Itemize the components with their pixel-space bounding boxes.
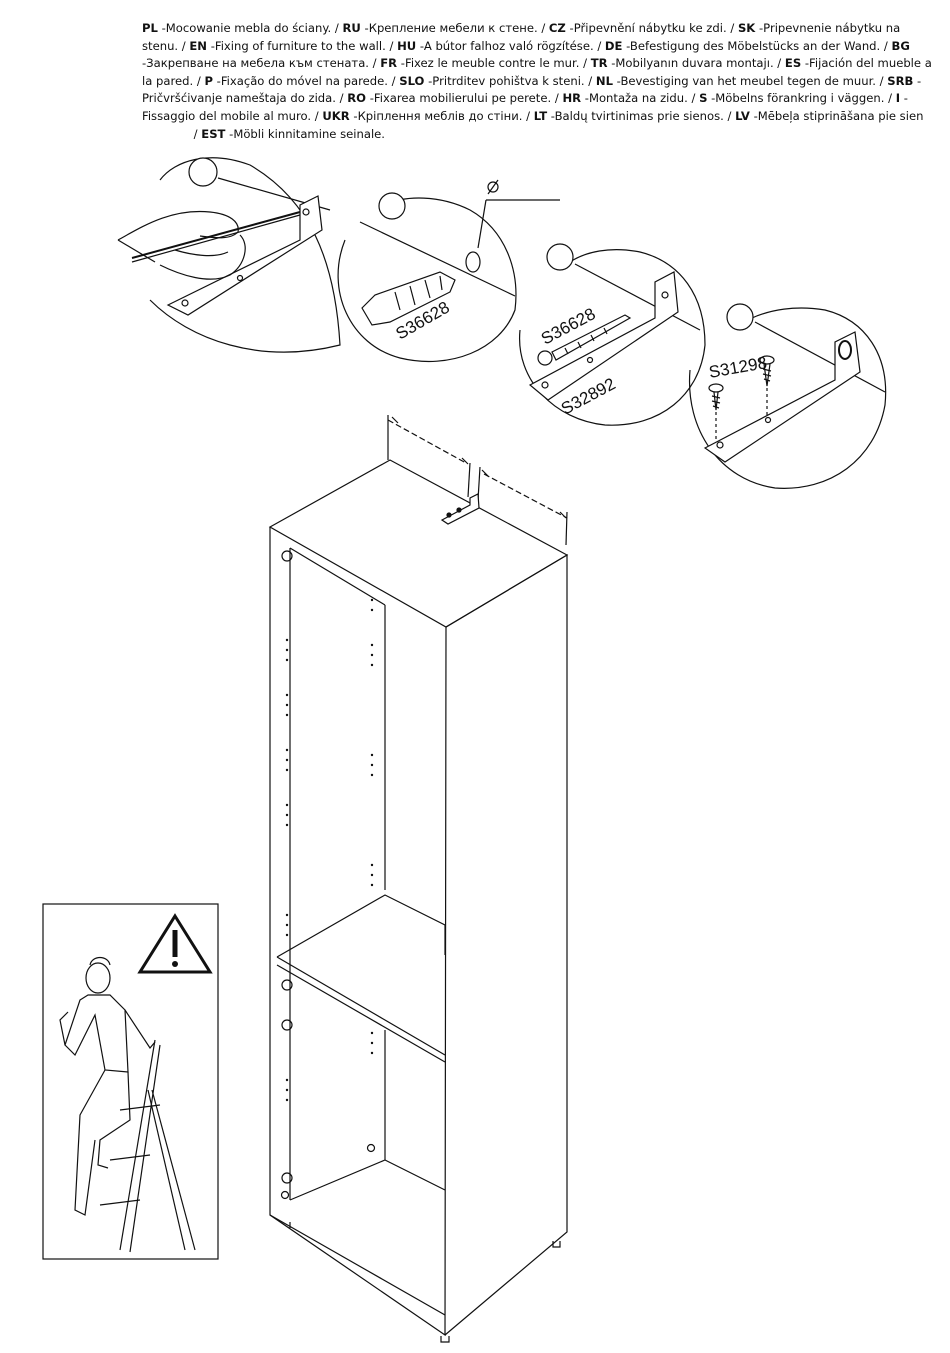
instruction-cz: CZ -Připevnění nábytku ke zdi. [549, 21, 727, 35]
instruction-text: -Pritrditev pohištva k steni. [424, 73, 585, 88]
step-3-screw-bracket: S36628 S32892 [519, 243, 706, 426]
language-code: P [204, 73, 213, 88]
language-code: UKR [322, 108, 350, 123]
language-code: NL [595, 73, 613, 88]
language-code: S [699, 91, 708, 106]
language-code: FR [380, 56, 398, 71]
instruction-text: -Baldų tvirtinimas prie sienos. [547, 108, 724, 123]
language-code: DE [604, 38, 623, 53]
instruction-text: -Fijación del mueble a la pared. [142, 56, 932, 88]
instruction-text: -Mobilyanın duvara montajı. [607, 56, 774, 71]
language-code: LT [533, 108, 548, 123]
instruction-hu: HU -A bútor falhoz való rögzítése. [397, 39, 594, 53]
instruction-text: -Möbelns förankring i väggen. [707, 91, 885, 106]
instruction-i: I -Fissaggio del mobile al muro. [142, 91, 908, 123]
instruction-de: DE -Befestigung des Möbelstücks an der W… [605, 39, 880, 53]
instruction-ukr: UKR -Кріплення меблів до стіни. [322, 109, 522, 123]
instruction-text: -Montaža na zidu. [581, 91, 688, 106]
language-code: ES [784, 56, 802, 71]
multilingual-instructions: PL -Mocowanie mebla do ściany. / RU -Кре… [142, 21, 932, 141]
instruction-text: -Mēbeļa stiprināšana pie sien [749, 108, 924, 123]
instruction-text: -Befestigung des Möbelstücks an der Wand… [622, 38, 881, 53]
language-code: PL [142, 21, 158, 35]
instruction-text: -Mocowanie mebla do ściany. [157, 21, 332, 35]
language-code: BG [891, 38, 910, 53]
instruction-text: -Pripevnenie nábytku na stenu. [142, 21, 901, 53]
cabinet [268, 459, 569, 1343]
instruction-text: -Кріплення меблів до стіни. [349, 108, 523, 123]
instruction-text: -Připevnění nábytku ke zdi. [565, 21, 727, 35]
step-4-small-screws: S31298 [688, 303, 887, 489]
instruction-text: -Fixez le meuble contre le mur. [397, 56, 580, 71]
language-code: SRB [887, 73, 914, 88]
instruction-srb: SRB -Pričvršćivanje nameštaja do zida. [142, 74, 921, 106]
language-code: CZ [548, 21, 566, 35]
step-1-mark-wall [117, 157, 341, 353]
instruction-ru: RU -Крепление мебели к стене. [343, 21, 538, 35]
instruction-lv: LV -Mēbeļa stiprināšana pie sien [735, 109, 923, 123]
instruction-ro: RO -Fixarea mobilierului pe perete. [347, 91, 551, 105]
instruction-lt: LT -Baldų tvirtinimas prie sienos. [534, 109, 724, 123]
instruction-bg: BG -Закрепване на мебела към стената. [142, 39, 910, 71]
instruction-text: -Закрепване на мебела към стената. [142, 56, 369, 71]
instruction-text: -Fixing of furniture to the wall. [207, 38, 386, 53]
instruction-slo: SLO -Pritrditev pohištva k steni. [399, 74, 584, 88]
language-code: RU [342, 21, 361, 35]
language-code: LV [735, 108, 750, 123]
language-code: HR [562, 91, 582, 106]
instruction-tr: TR -Mobilyanın duvara montajı. [591, 56, 774, 70]
instruction-p: P -Fixação do móvel na parede. [204, 74, 388, 88]
instruction-text: -Möbli kinnitamine seinale. [225, 126, 385, 141]
instruction-fr: FR -Fixez le meuble contre le mur. [380, 56, 579, 70]
instruction-es: ES -Fijación del mueble a la pared. [142, 56, 932, 88]
instruction-pl: PL -Mocowanie mebla do ściany. [142, 21, 331, 35]
instruction-text: -Pričvršćivanje nameštaja do zida. [142, 73, 922, 106]
language-code: TR [590, 56, 608, 71]
instruction-text: -Fissaggio del mobile al muro. [142, 91, 908, 123]
instruction-text: -Bevestiging van het meubel tegen de muu… [613, 73, 876, 88]
safety-panel [42, 903, 219, 1260]
language-code: EN [189, 38, 208, 53]
language-code: SK [737, 21, 756, 35]
instruction-text: -Fixação do móvel na parede. [212, 73, 388, 88]
step-2-dowel: S36628 [337, 179, 560, 362]
language-code: EST [201, 126, 226, 141]
instruction-hr: HR -Montaža na zidu. [562, 91, 687, 105]
language-code: RO [347, 91, 367, 106]
instruction-text: -Крепление мебели к стене. [360, 21, 538, 35]
dimension-lines [387, 415, 568, 546]
language-code: HU [397, 38, 417, 53]
instruction-en: EN -Fixing of furniture to the wall. [189, 39, 385, 53]
screw-code: S36628 [538, 304, 599, 348]
instruction-sk: SK -Pripevnenie nábytku na stenu. [142, 21, 900, 53]
instruction-nl: NL -Bevestiging van het meubel tegen de … [596, 74, 876, 88]
instruction-est: EST -Möbli kinnitamine seinale. [201, 127, 385, 141]
instruction-s: S -Möbelns förankring i väggen. [699, 91, 884, 105]
small-screw-code: S31298 [707, 353, 768, 382]
language-code: I [895, 91, 901, 106]
language-code: SLO [399, 73, 425, 88]
instruction-text: -A bútor falhoz való rögzítése. [416, 38, 594, 53]
instruction-text: -Fixarea mobilierului pe perete. [366, 91, 552, 106]
